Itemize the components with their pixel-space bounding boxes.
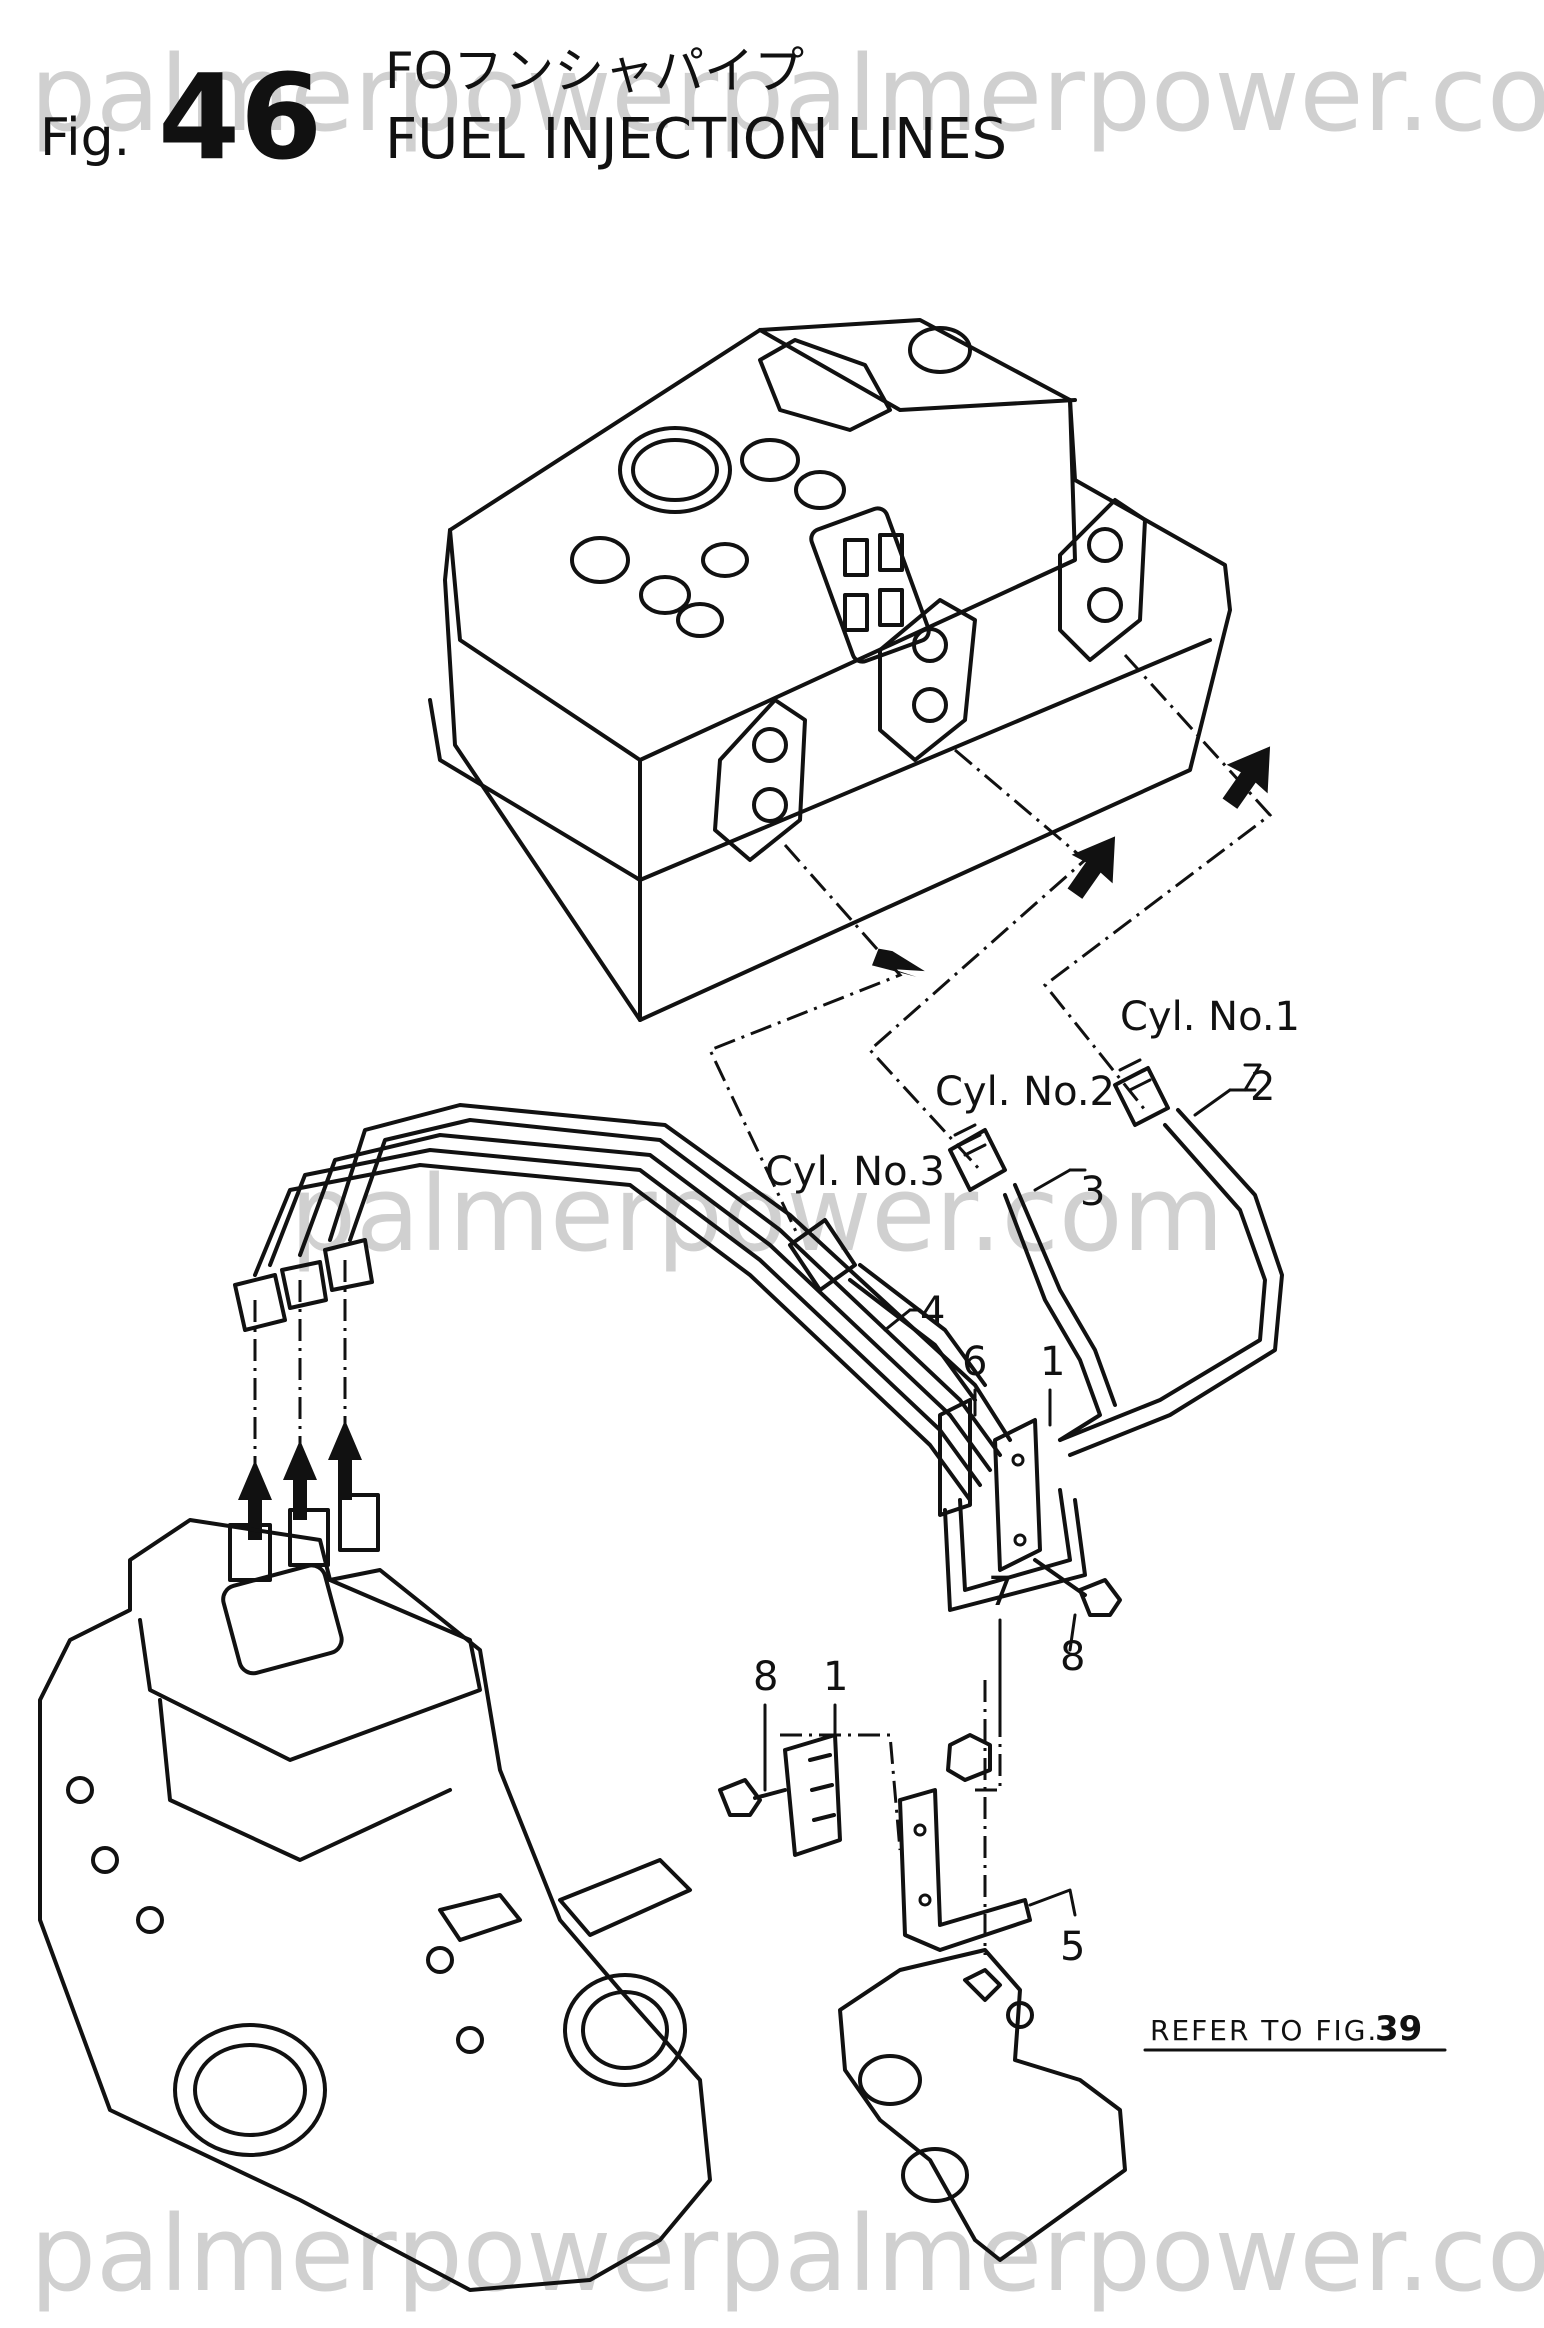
callout-7: 7 bbox=[988, 1569, 1013, 1615]
injector-cylinder-3 bbox=[713, 698, 807, 862]
title-english: FUEL INJECTION LINES bbox=[385, 107, 1007, 172]
callout-1-lower: 1 bbox=[823, 1654, 848, 1700]
cylinder-head-assembly bbox=[428, 318, 1232, 1022]
pipe-clamp-upper bbox=[938, 1398, 1122, 1617]
pipe-clamp-lower bbox=[718, 1733, 1032, 1952]
assembly-direction-arrows bbox=[238, 746, 1271, 1540]
reference-figure-number: 39 bbox=[1375, 2009, 1422, 2049]
callout-6: 6 bbox=[962, 1339, 987, 1385]
fig-number: 46 bbox=[158, 48, 322, 186]
callout-1-upper: 1 bbox=[1040, 1339, 1065, 1385]
label-cyl-no-1: Cyl. No.1 bbox=[1120, 994, 1300, 1040]
cylinder-labels: Cyl. No.1 Cyl. No.2 Cyl. No.3 bbox=[765, 994, 1300, 1195]
label-cyl-no-3: Cyl. No.3 bbox=[765, 1149, 945, 1195]
injector-cylinder-1 bbox=[1058, 498, 1147, 662]
callout-numbers: 2 3 4 6 1 8 7 8 1 5 bbox=[753, 1064, 1275, 1970]
callout-8-upper: 8 bbox=[1060, 1634, 1085, 1680]
callout-5: 5 bbox=[1060, 1924, 1085, 1970]
callout-3: 3 bbox=[1080, 1169, 1105, 1215]
pipe-fittings bbox=[233, 1058, 1170, 1332]
watermark-bottom: palmerpowerpalmerpower.com bbox=[30, 2193, 1544, 2315]
watermark-top: palmerpowerpalmerpower.com bbox=[30, 33, 1544, 155]
callout-leaders bbox=[763, 1063, 1447, 2052]
figure-header: Fig. 46 FOフンシャパイプ FUEL INJECTION LINES bbox=[40, 42, 1007, 186]
label-cyl-no-2: Cyl. No.2 bbox=[935, 1069, 1115, 1115]
callout-8-lower: 8 bbox=[753, 1654, 778, 1700]
injection-pump-and-gear-case bbox=[38, 1493, 712, 2292]
pump-bracket bbox=[838, 1948, 1127, 2262]
callout-2: 2 bbox=[1250, 1064, 1275, 1110]
reference-text: REFER TO FIG. bbox=[1150, 2014, 1378, 2047]
callout-4: 4 bbox=[920, 1289, 945, 1335]
title-japanese: FOフンシャパイプ bbox=[385, 42, 804, 100]
injector-cylinder-2 bbox=[878, 598, 977, 762]
fig-prefix: Fig. bbox=[40, 108, 130, 168]
reference-note: REFER TO FIG. 39 bbox=[1150, 2009, 1422, 2049]
